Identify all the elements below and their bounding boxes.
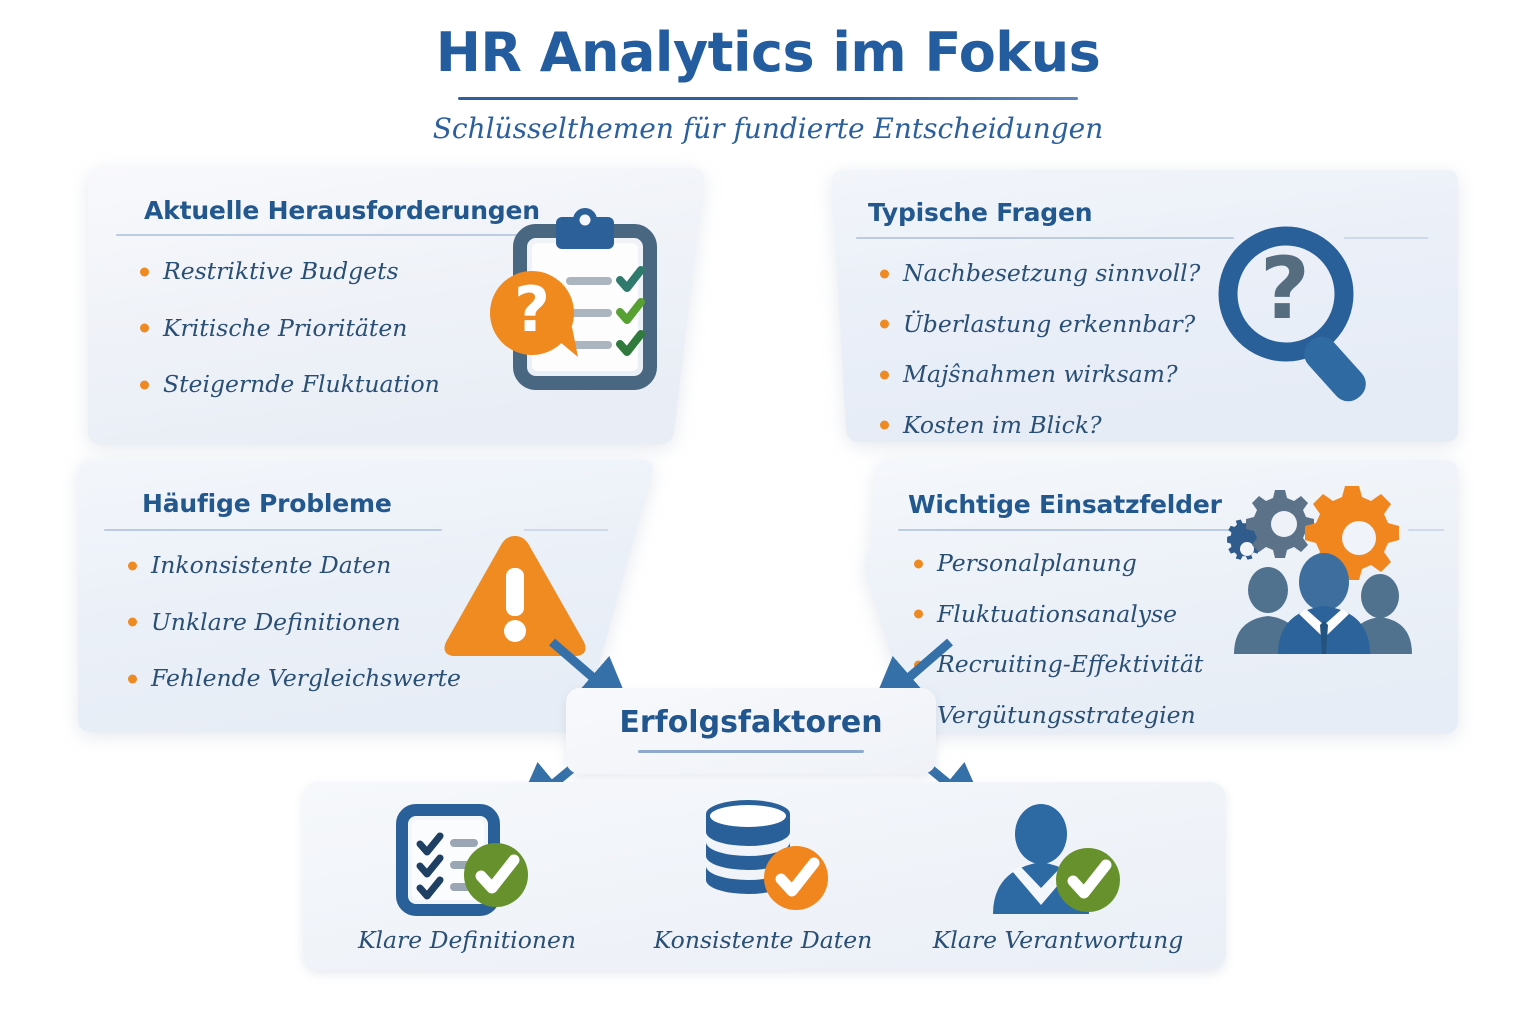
success-factor-label: Klare Definitionen xyxy=(357,926,577,954)
bullet-dot xyxy=(128,674,137,684)
card-fields-title: Wichtige Einsatzfelder xyxy=(908,490,1222,519)
card-questions-divider xyxy=(856,237,1234,239)
list-item-label: Personalplanung xyxy=(937,549,1137,577)
checklist-check-icon xyxy=(337,804,597,916)
list-item-label: Majŝnahmen wirksam? xyxy=(903,360,1178,388)
list-item-label: Inkonsistente Daten xyxy=(151,551,392,579)
person-check-icon xyxy=(928,804,1188,916)
list-item-label: Vergütungsstrategien xyxy=(937,700,1196,729)
card-challenges-list: Restriktive Budgets Kritische Prioritäte… xyxy=(136,257,440,398)
success-factor-label: Konsistente Daten xyxy=(653,926,873,954)
list-item: Fluktuationsanalyse xyxy=(910,599,1203,628)
list-item-label: Restriktive Budgets xyxy=(163,257,399,285)
card-questions-list: Nachbesetzung sinnvoll? Überlastung erke… xyxy=(876,259,1201,439)
success-factor-responsibility[interactable]: Klare Verantwortung xyxy=(928,804,1188,954)
svg-text:?: ? xyxy=(1260,239,1310,339)
team-gears-icon xyxy=(1220,484,1432,654)
magnifier-question-icon: ? xyxy=(1206,222,1406,402)
success-factor-label: Klare Verantwortung xyxy=(932,926,1184,954)
card-problems-title: Häufige Probleme xyxy=(142,489,392,518)
header: HR Analytics im Fokus Schlüsselthemen fü… xyxy=(0,0,1536,146)
svg-text:?: ? xyxy=(514,273,550,346)
list-item: Kritische Prioritäten xyxy=(136,313,440,342)
page-subtitle: Schlüsselthemen für fundierte Entscheidu… xyxy=(432,112,1104,145)
card-fields-list: Personalplanung Fluktuationsanalyse Recr… xyxy=(910,549,1204,729)
bullet-dot xyxy=(880,319,889,329)
bullet-dot xyxy=(140,380,149,390)
list-item: Überlastung erkennbar? xyxy=(876,309,1200,338)
bullet-dot xyxy=(140,323,149,333)
center-node-label: Erfolgsfaktoren xyxy=(619,705,883,740)
bullet-dot xyxy=(880,420,889,430)
bullet-dot xyxy=(880,269,889,279)
card-questions-divider-right xyxy=(1344,237,1428,239)
list-item: Personalplanung xyxy=(910,549,1203,577)
card-challenges-title: Aktuelle Herausforderungen xyxy=(144,196,540,225)
list-item: Majŝnahmen wirksam? xyxy=(876,360,1200,388)
success-factor-data[interactable]: Konsistente Daten xyxy=(633,800,893,954)
card-fields-divider-right xyxy=(1408,529,1444,531)
list-item-label: Fehlende Vergleichswerte xyxy=(151,664,461,692)
list-item: Steigernde Fluktuation xyxy=(136,370,440,398)
card-success-factors[interactable]: Klare Definitionen Konsistente Daten xyxy=(303,782,1226,970)
list-item: Fehlende Vergleichswerte xyxy=(124,664,461,692)
card-fields-divider xyxy=(898,529,1238,531)
database-check-icon xyxy=(633,800,893,916)
list-item-label: Fluktuationsanalyse xyxy=(937,599,1178,628)
list-item-label: Kritische Prioritäten xyxy=(163,313,408,342)
bullet-dot xyxy=(140,267,149,277)
bullet-dot xyxy=(914,660,923,670)
bullet-dot xyxy=(914,609,923,619)
card-questions[interactable]: Typische Fragen Nachbesetzung sinnvoll? … xyxy=(824,166,1462,448)
list-item: Unklare Definitionen xyxy=(124,607,461,636)
page-title: HR Analytics im Fokus xyxy=(435,21,1101,84)
list-item-label: Überlastung erkennbar? xyxy=(903,309,1196,338)
list-item: Nachbesetzung sinnvoll? xyxy=(876,259,1201,287)
list-item-label: Steigernde Fluktuation xyxy=(163,370,440,398)
list-item: Inkonsistente Daten xyxy=(124,551,461,579)
list-item: Vergütungsstrategien xyxy=(910,700,1203,729)
center-node-underline xyxy=(638,750,864,753)
list-item-label: Kosten im Blick? xyxy=(903,410,1102,439)
card-problems[interactable]: Häufige Probleme Inkonsistente Daten Unk… xyxy=(72,456,724,736)
list-item: Recruiting-Effektivität xyxy=(910,650,1204,678)
list-item-label: Recruiting-Effektivität xyxy=(937,650,1204,678)
card-problems-divider-right xyxy=(524,529,608,531)
center-node-erfolgsfaktoren[interactable]: Erfolgsfaktoren xyxy=(566,688,936,774)
title-underline xyxy=(458,97,1078,100)
card-challenges-divider xyxy=(116,234,518,236)
card-problems-list: Inkonsistente Daten Unklare Definitionen… xyxy=(124,551,461,692)
success-factor-definitions[interactable]: Klare Definitionen xyxy=(337,804,597,954)
bullet-dot xyxy=(128,561,137,571)
list-item: Kosten im Blick? xyxy=(876,410,1200,439)
bullet-dot xyxy=(914,559,923,569)
card-questions-title: Typische Fragen xyxy=(868,198,1093,227)
list-item-label: Unklare Definitionen xyxy=(151,607,401,636)
card-problems-background xyxy=(72,456,724,736)
bullet-dot xyxy=(880,370,889,380)
bullet-dot xyxy=(128,617,137,627)
list-item: Restriktive Budgets xyxy=(136,257,440,285)
card-problems-divider xyxy=(104,529,442,531)
list-item-label: Nachbesetzung sinnvoll? xyxy=(903,259,1201,287)
warning-triangle-icon xyxy=(440,532,590,664)
card-challenges[interactable]: Aktuelle Herausforderungen Restriktive B… xyxy=(74,166,706,446)
card-fields[interactable]: Wichtige Einsatzfelder Personalplanung F… xyxy=(800,456,1462,738)
clipboard-question-icon: ? xyxy=(490,208,682,396)
